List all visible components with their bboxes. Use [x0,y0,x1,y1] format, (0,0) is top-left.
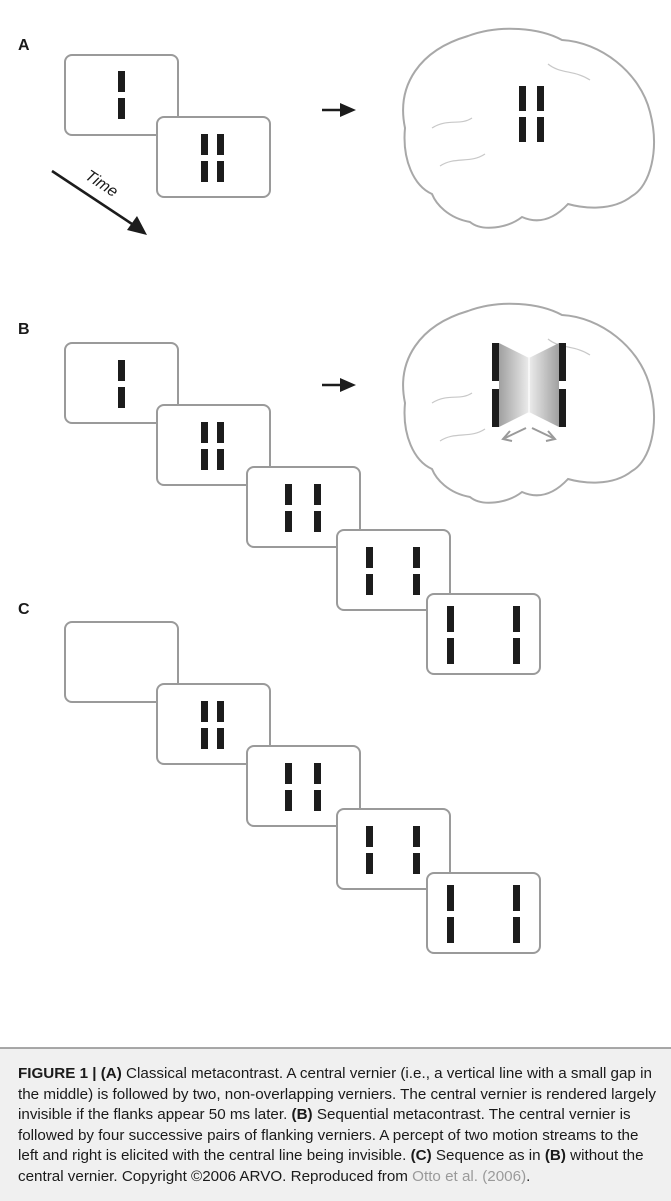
stimulus-frame [156,404,271,486]
stimulus-frame [156,116,271,198]
stimulus-frame [64,54,179,136]
caption-text-c2: without the central vernier. Copyright ©… [18,1147,644,1185]
caption-text-c1: Sequence as in [431,1147,545,1165]
figure-label: FIGURE 1 | [18,1065,101,1082]
figure-caption: FIGURE 1 | (A) Classical metacontrast. A… [18,1064,658,1188]
panel-label-c: C [18,601,30,618]
flanking-verniers-2 [285,484,321,532]
stimulus-frame [64,342,179,424]
flanking-verniers [201,134,224,182]
stimulus-frame [336,529,451,611]
motion-streams [499,343,559,427]
flanking-verniers-3 [366,826,420,874]
percept-flanks [492,343,566,427]
panel-c [64,621,541,954]
caption-ref-b2: (B) [544,1147,566,1165]
flanking-verniers-4 [447,885,520,943]
panel-b [64,302,655,675]
flanking-verniers-1 [201,422,224,470]
flanking-verniers-3 [366,547,420,595]
caption-text-a: Classical metacontrast. A central vernie… [18,1065,656,1124]
right-arrow [322,378,356,392]
panel-a: Time [51,27,655,235]
blank-frame [64,621,179,703]
flanking-verniers-2 [285,763,321,811]
stimulus-frame [426,872,541,954]
caption-text-b: Sequential metacontrast. The central ver… [18,1106,639,1165]
right-arrow [322,103,356,117]
stimulus-frame [426,593,541,675]
flanking-verniers-1 [201,701,224,749]
percept-verniers [519,86,544,142]
caption-ref-a: (A) [100,1065,122,1082]
stimulus-frame [336,808,451,890]
stimulus-frame [156,683,271,765]
caption-background [0,1048,671,1201]
central-vernier [118,360,125,408]
caption-ref-b: (B) [291,1106,313,1124]
citation-link[interactable]: Otto et al. (2006) [412,1167,527,1185]
caption-end: . [526,1167,531,1185]
central-vernier [118,71,125,119]
flanking-verniers-4 [447,606,520,664]
motion-arrows [501,427,557,442]
time-arrow [51,169,147,235]
panel-label-b: B [18,321,30,338]
stimulus-frame [246,745,361,827]
caption-ref-c: (C) [410,1147,432,1165]
panel-label-a: A [18,37,30,54]
stimulus-frame [246,466,361,548]
brain-outline [402,27,655,229]
